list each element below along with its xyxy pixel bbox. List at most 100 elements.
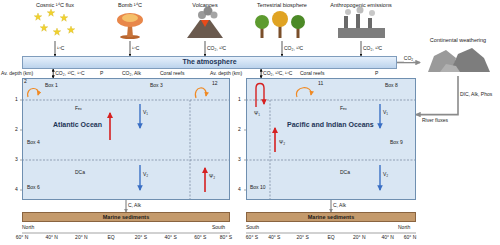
flux-arrow (261, 69, 262, 78)
flux-arrow (361, 41, 362, 56)
annotation-label: 20° S (135, 235, 147, 241)
annotation-label: 2 (238, 127, 241, 133)
flux-label: CO₂ (404, 56, 413, 62)
node-text: Cosmic ¹⁴C flux (36, 2, 74, 8)
annotation-label: North (22, 225, 34, 231)
flux-label: CO₂, ¹³C (363, 46, 382, 52)
source-icon: Bomb ¹⁴C (105, 1, 155, 41)
annotation-label: Coral reefs (160, 71, 184, 77)
flux-arrow (330, 200, 331, 212)
annotation-label: Fₑₓ (75, 106, 82, 112)
annotation-label: 3 (238, 157, 241, 163)
annotation-label: Ψ₂ (209, 174, 215, 180)
annotation-label: P (100, 71, 103, 77)
sediment-layer: Marine sediments (22, 212, 230, 222)
ocean-basin: Atlantic Ocean (22, 78, 230, 200)
node-text: Pacific and Indian Oceans (287, 121, 374, 129)
annotation-label: 40° S (268, 235, 280, 241)
annotation-label: V₂ (383, 172, 388, 178)
annotation-label: Box 3 (150, 83, 163, 89)
annotation-label: 60° S (194, 235, 206, 241)
ocean-basin: Pacific and Indian Oceans (246, 78, 416, 200)
weathering-icon: Continental weathering (420, 36, 496, 76)
node-text: Anthropogenic emissions (330, 2, 391, 8)
flux-label: CO₂, ¹³C (284, 46, 303, 52)
annotation-label: 40° N (45, 235, 58, 241)
flux-arrow (416, 76, 458, 115)
annotation-label: Box 1 (45, 83, 58, 89)
flux-label: DIC, Alk, Phos (460, 92, 492, 98)
annotation-label: Fₑₓ (340, 106, 347, 112)
flux-arrow (53, 69, 54, 78)
annotation-label: Coral reefs (300, 71, 324, 77)
node-text: Terrestrial biosphere (257, 2, 307, 8)
annotation-label: DCa (75, 170, 85, 176)
flux-label: ¹⁴C (57, 46, 64, 52)
annotation-label: 60° N (16, 235, 29, 241)
annotation-label: Av. depth (km) (1, 71, 33, 77)
node-text: The atmosphere (182, 58, 236, 66)
annotation-label: 40° S (164, 235, 176, 241)
annotation-label: Av. depth (km) (210, 71, 242, 77)
annotation-label: EQ (327, 235, 334, 241)
annotation-label: 12 (212, 81, 218, 87)
annotation-label: 2 (24, 79, 27, 85)
atmosphere-band: The atmosphere (22, 56, 397, 69)
node-text: Continental weathering (430, 37, 486, 43)
annotation-label: Box 8 (385, 83, 398, 89)
annotation-label: 1 (15, 97, 18, 103)
annotation-label: 20° S (297, 235, 309, 241)
annotation-label: CO₂, Alk (122, 71, 141, 77)
annotation-label: EQ (107, 235, 114, 241)
source-icon: Cosmic ¹⁴C flux (30, 1, 80, 41)
annotation-label: DCa (340, 170, 350, 176)
annotation-label: Ψ₁ (254, 111, 260, 117)
annotation-label: 20° N (353, 235, 366, 241)
source-icon: Volcanoes (180, 1, 230, 41)
annotation-label: 60° S (246, 235, 258, 241)
annotation-label: 4 (15, 187, 18, 193)
node-text: Marine sediments (308, 214, 354, 220)
node-text: Volcanoes (192, 2, 217, 8)
annotation-label: 60° N (404, 235, 417, 241)
annotation-label: V₁ (383, 110, 388, 116)
annotation-label: Box 4 (27, 140, 40, 146)
annotation-label: South (246, 225, 259, 231)
node-text: Atlantic Ocean (53, 121, 102, 129)
annotation-label: Box 6 (27, 185, 40, 191)
annotation-label: North (398, 225, 410, 231)
annotation-label: P (375, 71, 378, 77)
flux-label: C, Alk (333, 203, 346, 209)
flux-label: CO₂, ¹³C, ¹⁴C (55, 71, 84, 77)
annotation-label: 4 (238, 187, 241, 193)
flux-arrow (130, 41, 131, 56)
flux-arrow (125, 200, 126, 212)
annotation-label: V₁ (143, 110, 148, 116)
flux-label: CO₂, ¹³C, ¹⁴C (263, 71, 292, 77)
annotation-label: 11 (318, 81, 323, 87)
annotation-label: Box 9 (390, 140, 403, 146)
sediment-layer: Marine sediments (246, 212, 416, 222)
node-text: Marine sediments (103, 214, 149, 220)
flux-arrow (282, 41, 283, 56)
annotation-label: V₂ (143, 172, 148, 178)
annotation-label: 1 (238, 97, 241, 103)
flux-arrow (205, 41, 206, 56)
annotation-label: River fluxes (422, 118, 448, 124)
flux-label: ¹⁴C (132, 46, 139, 52)
flux-arrow (397, 62, 420, 64)
flux-label: C, Alk (128, 203, 141, 209)
annotation-label: 80° S (220, 235, 232, 241)
flux-arrow (55, 41, 56, 56)
node-text: Bomb ¹⁴C (118, 2, 142, 8)
annotation-label: Ψ₂ (279, 140, 285, 146)
annotation-label: 20° N (75, 235, 88, 241)
source-icon: Anthropogenic emissions (328, 1, 394, 41)
annotation-label: Box 10 (250, 185, 266, 191)
annotation-label: 40° N (381, 235, 394, 241)
annotation-label: 3 (15, 157, 18, 163)
annotation-label: South (212, 225, 225, 231)
flux-label: CO₂, ¹³C (207, 46, 226, 52)
